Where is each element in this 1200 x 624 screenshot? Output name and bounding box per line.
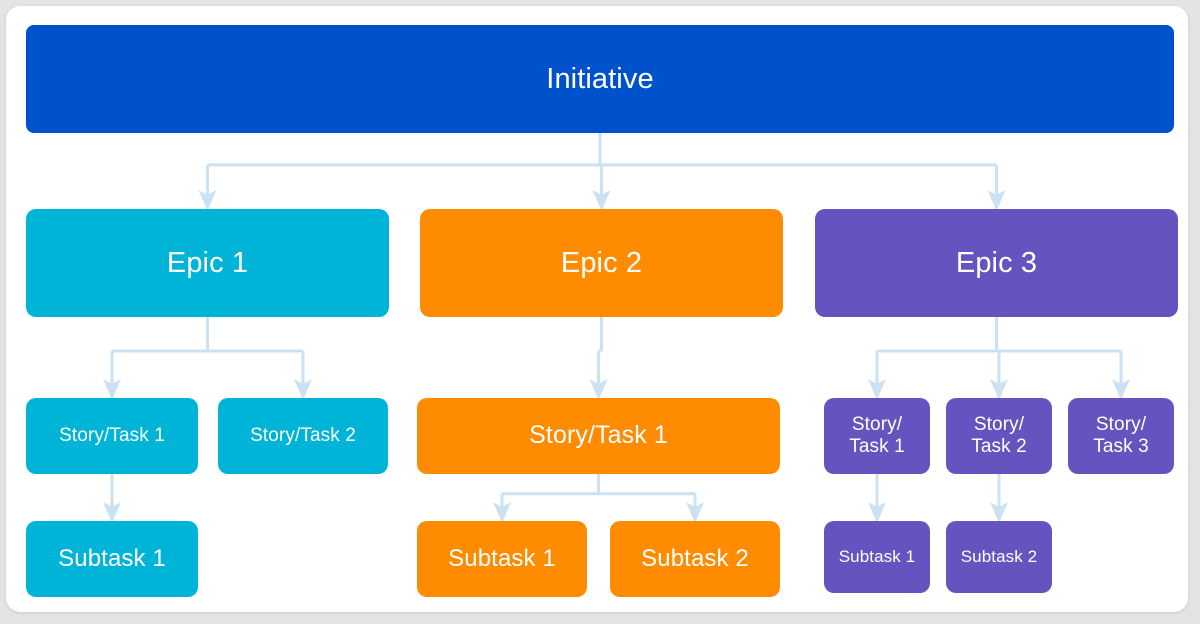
node-e3-story1[interactable]: Story/ Task 1 <box>824 398 930 474</box>
node-epic1[interactable]: Epic 1 <box>26 209 389 317</box>
node-initiative[interactable]: Initiative <box>26 25 1174 133</box>
node-epic2[interactable]: Epic 2 <box>420 209 783 317</box>
node-e3-sub2[interactable]: Subtask 2 <box>946 521 1052 593</box>
node-e2-sub2[interactable]: Subtask 2 <box>610 521 780 597</box>
node-e2-sub1[interactable]: Subtask 1 <box>417 521 587 597</box>
node-e2-story1[interactable]: Story/Task 1 <box>417 398 780 474</box>
node-e1-story2[interactable]: Story/Task 2 <box>218 398 388 474</box>
node-e3-sub1[interactable]: Subtask 1 <box>824 521 930 593</box>
node-epic3[interactable]: Epic 3 <box>815 209 1178 317</box>
node-e3-story3[interactable]: Story/ Task 3 <box>1068 398 1174 474</box>
node-e1-sub1[interactable]: Subtask 1 <box>26 521 198 597</box>
node-e3-story2[interactable]: Story/ Task 2 <box>946 398 1052 474</box>
node-e1-story1[interactable]: Story/Task 1 <box>26 398 198 474</box>
